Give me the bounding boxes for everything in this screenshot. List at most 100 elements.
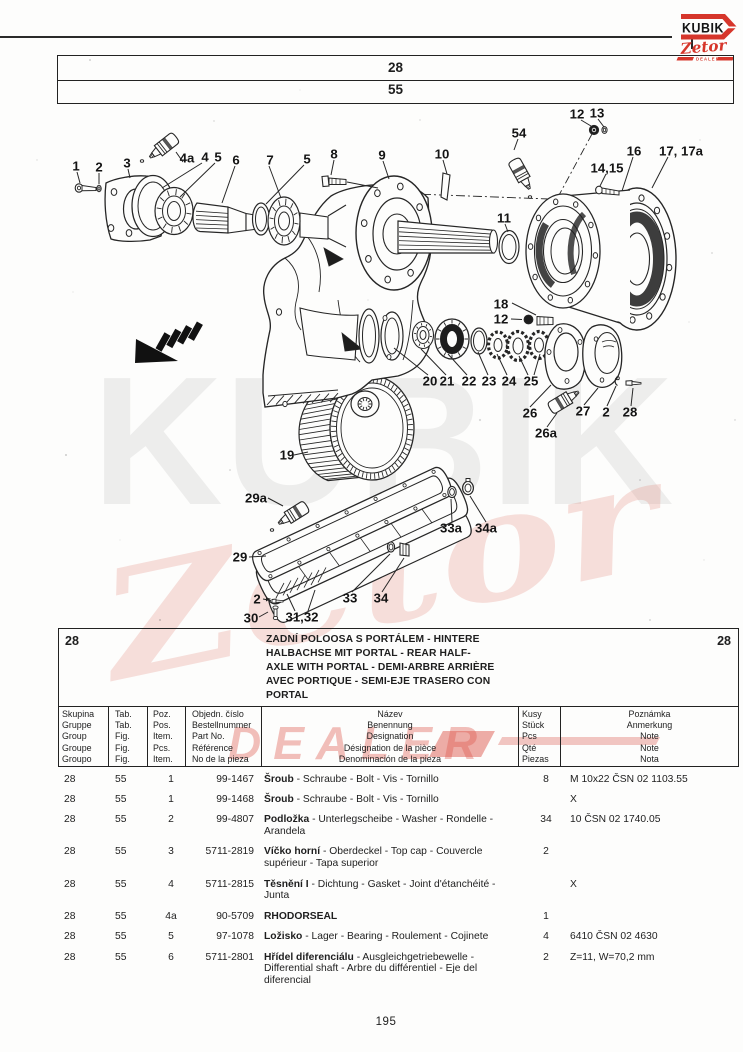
cell-note: 10 ČSN 02 1740.05 xyxy=(570,814,661,826)
column-header-line: Piezas xyxy=(522,754,549,765)
cell-item: 1 xyxy=(168,773,174,785)
watermark-dealer: DEALER xyxy=(228,717,490,769)
column-header-line: Fig. xyxy=(115,731,130,742)
cell-note: X xyxy=(570,793,577,805)
cell-note xyxy=(559,911,739,923)
part-nut-12-washer-13 xyxy=(588,124,608,136)
part-label-30: 30 xyxy=(243,610,259,626)
cell-fig: 55 xyxy=(115,931,127,943)
column-header-line: Item. xyxy=(153,731,173,742)
part-label-3: 3 xyxy=(123,155,131,171)
cell-name-primary: Těsnění I xyxy=(264,878,309,890)
dealer-logo: KUBIK Zetor DEALER xyxy=(668,8,740,64)
figure-group-box: 28 xyxy=(57,55,734,81)
cell-item: 5 xyxy=(168,931,174,943)
column-header-item: Poz.Pos.Item.Pcs.Item. xyxy=(147,707,185,766)
part-label-5: 5 xyxy=(214,149,222,165)
column-header-line: Objedn. číslo xyxy=(192,708,244,719)
cell-part-number: 5711-2815 xyxy=(205,878,254,890)
column-header-line: Bestellnummer xyxy=(192,719,252,730)
column-header-line: Denominación de la pieza xyxy=(338,754,442,765)
cell-group: 28 xyxy=(64,931,76,943)
column-header-line: Tab. xyxy=(115,708,132,719)
column-header-line: Groupe xyxy=(62,742,92,753)
cell-item: 2 xyxy=(168,814,174,826)
part-label-4: 4 xyxy=(201,149,209,165)
table-section-left: 28 xyxy=(65,634,79,648)
logo-red-ribbon-bottom xyxy=(681,28,736,40)
part-label-19: 19 xyxy=(279,447,295,463)
cell-fig: 55 xyxy=(115,814,127,826)
part-label-2: 2 xyxy=(253,591,261,607)
table-title-line: AVEC PORTIQUE - SEMI-EJE TRASERO CON xyxy=(266,676,491,688)
table-title-line: ZADNÍ POLOOSA S PORTÁLEM - HINTERE xyxy=(266,634,480,645)
cell-name: Víčko horní - Oberdeckel - Top cap - Cou… xyxy=(264,846,483,870)
cell-fig: 55 xyxy=(115,793,127,805)
cell-group: 28 xyxy=(64,878,76,890)
cell-quantity: 8 xyxy=(543,773,549,785)
figure-table-box: 55 xyxy=(57,79,734,105)
direction-arrow-marker xyxy=(135,321,203,363)
leader-lines xyxy=(76,118,669,618)
part-label-7: 7 xyxy=(266,152,274,168)
cell-item: 6 xyxy=(168,951,174,963)
bottom-pan-assembly xyxy=(251,466,475,623)
cell-group: 28 xyxy=(64,773,76,785)
scan-speckles xyxy=(36,59,736,621)
cell-fig: 55 xyxy=(115,951,127,963)
cell-fig: 55 xyxy=(115,910,127,922)
part-label-10: 10 xyxy=(434,146,450,162)
cell-part-number: 99-1468 xyxy=(216,793,254,805)
part-label-9: 9 xyxy=(378,147,386,163)
exploded-diagram xyxy=(36,59,736,623)
part-label-54: 54 xyxy=(511,125,527,141)
cell-fig: 55 xyxy=(115,878,127,890)
cell-part-number: 90-5709 xyxy=(216,910,254,922)
cell-name-primary: Hřídel diferenciálu xyxy=(264,951,354,963)
part-pin-2-screw-28 xyxy=(614,376,642,387)
cell-name-primary: Šroub xyxy=(264,793,294,805)
cell-note: 6410 ČSN 02 4630 xyxy=(570,931,658,943)
bottle-54-drop xyxy=(527,195,533,199)
cell-name-primary: Víčko horní xyxy=(264,846,321,858)
part-seal-11 xyxy=(498,229,520,265)
column-header-line: Pos. xyxy=(153,719,171,730)
bottle-29a xyxy=(277,501,310,525)
part-label-1: 1 xyxy=(72,158,80,174)
cell-item: 1 xyxy=(168,793,174,805)
column-header-line: Groupo xyxy=(62,754,92,765)
part-label-33a: 33a xyxy=(439,520,463,536)
column-header-line: Název xyxy=(377,708,403,719)
column-header-line: Pcs xyxy=(522,731,537,742)
part-label-12: 12 xyxy=(569,106,585,122)
logo-red-ribbon-top xyxy=(681,14,737,27)
column-header-line: Note xyxy=(640,742,659,753)
part-label-28: 28 xyxy=(622,404,638,420)
cell-quantity: 34 xyxy=(540,814,552,826)
part-label-16: 16 xyxy=(626,143,642,159)
cell-fig: 55 xyxy=(115,846,127,858)
part-hub-drum xyxy=(525,187,677,331)
logo-underline-left xyxy=(676,57,694,61)
dealer-logo-svg: KUBIK Zetor DEALER xyxy=(676,14,737,62)
cell-group: 28 xyxy=(64,814,76,826)
part-label-31-32: 31,32 xyxy=(285,609,319,625)
cell-part-number: 99-4807 xyxy=(216,814,254,826)
part-label-23: 23 xyxy=(481,373,497,389)
cell-quantity: 2 xyxy=(543,951,549,963)
top-rule-tick xyxy=(691,36,693,49)
cell-name: Šroub - Schraube - Bolt - Vis - Tornillo xyxy=(264,793,439,805)
bottle-26a xyxy=(547,390,580,414)
left-axle-assembly xyxy=(74,174,301,246)
column-header-line: Gruppe xyxy=(62,719,92,730)
column-header-line: Fig. xyxy=(115,742,130,753)
cell-quantity: 2 xyxy=(543,846,549,858)
cell-part-number: 5711-2819 xyxy=(205,846,254,858)
